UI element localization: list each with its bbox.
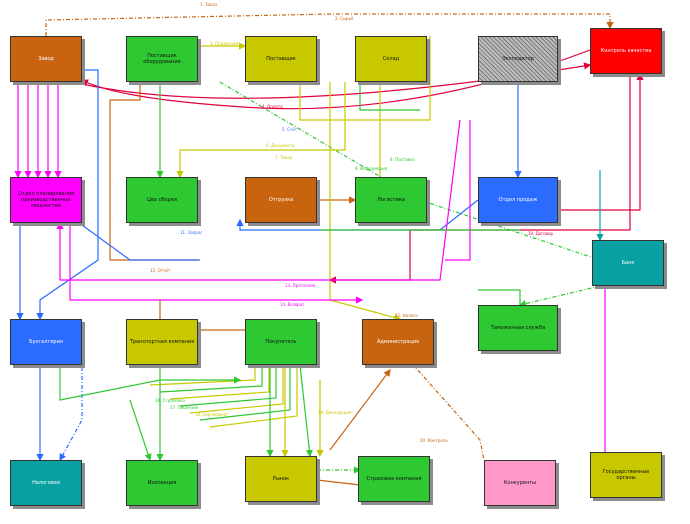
node-customs[interactable]: Таможенная служба: [478, 305, 558, 351]
edge-label: 4. Оплата: [262, 104, 283, 109]
edge-label: 6. Документы: [266, 143, 296, 148]
node-inspection[interactable]: Инспекция: [126, 460, 198, 506]
node-forwarder[interactable]: Экспедитор: [478, 36, 558, 82]
node-label: Покупатель: [265, 339, 297, 345]
edge-label: 11. Запрос: [180, 230, 203, 235]
connector: [518, 285, 601, 308]
node-government[interactable]: Государственные органы: [590, 452, 662, 498]
node-label: Бухгалтерия: [29, 339, 63, 345]
connector: [179, 365, 277, 407]
node-label: Государственные органы: [602, 469, 650, 481]
edge-label: 13. Претензия: [285, 283, 316, 288]
node-equipment[interactable]: Поставщик оборудования: [126, 36, 198, 82]
connector: [169, 365, 270, 400]
node-sales[interactable]: Отдел продаж: [478, 177, 558, 223]
connector: [129, 399, 152, 462]
node-label: Страховая компания: [366, 476, 422, 482]
edge-label: 9. Информация: [355, 166, 388, 171]
node-supplier[interactable]: Поставщик: [245, 36, 317, 82]
node-label: Поставщик: [266, 56, 296, 62]
edge-label: 3. Продукция: [210, 41, 239, 46]
node-label: Отдел планирования производственных мощн…: [18, 191, 74, 209]
connector: [69, 223, 364, 304]
connector: [59, 340, 83, 462]
node-insurance[interactable]: Страховая компания: [358, 456, 430, 502]
node-label: Отдел продаж: [498, 197, 538, 203]
connector: [359, 82, 420, 111]
connector: [399, 349, 485, 461]
edge-label: 17. Лицензия: [170, 405, 199, 410]
connector: [445, 120, 471, 261]
connector: [209, 365, 298, 428]
connector: [478, 289, 521, 305]
node-planning[interactable]: Отдел планирования производственных мощн…: [10, 177, 82, 223]
node-label: Поставщик оборудования: [143, 53, 181, 65]
node-label: Экспедитор: [502, 56, 534, 62]
node-shipping[interactable]: Отгрузка: [245, 177, 317, 223]
node-administration[interactable]: Администрация: [362, 319, 434, 365]
node-tax[interactable]: Налоговая: [10, 460, 82, 506]
connector: [329, 369, 391, 451]
node-label: Цех сборки: [147, 197, 177, 203]
edge-label: 15. Налоги: [395, 313, 418, 318]
node-label: Склад: [382, 56, 400, 62]
edge-label: 10. Договор: [528, 231, 554, 236]
connector: [316, 479, 361, 486]
connector: [56, 119, 461, 281]
edge-label: 19. Декларация: [318, 410, 352, 415]
node-label: Отгрузка: [268, 197, 294, 203]
node-accounting[interactable]: Бухгалтерия: [10, 319, 82, 365]
node-label: Завод: [38, 56, 54, 62]
connector: [59, 365, 242, 401]
node-market[interactable]: Рынок: [245, 456, 317, 502]
connector: [159, 365, 263, 393]
edge-label: 18. Сертификат: [195, 412, 229, 417]
node-label: Администрация: [377, 339, 419, 345]
connector: [299, 36, 431, 121]
node-quality[interactable]: Контроль качества: [590, 28, 662, 74]
node-label: Банк: [621, 260, 635, 266]
node-customer[interactable]: Покупатель: [245, 319, 317, 365]
edge-label: 16. Страховка: [155, 398, 185, 403]
node-label: Рынок: [272, 476, 290, 482]
edge-label: 2. Сырьё: [335, 16, 354, 21]
connector: [149, 365, 256, 386]
node-label: Конкуренты: [503, 480, 537, 486]
connector: [189, 365, 284, 414]
edge-label: 7. Товар: [275, 155, 293, 160]
connector: [36, 69, 99, 321]
connector-layer: [14, 13, 644, 486]
node-bank[interactable]: Банк: [592, 240, 664, 286]
edge-label: 1. Заказ: [200, 2, 218, 7]
connector: [45, 13, 614, 36]
edge-label: 5. Счёт: [282, 127, 298, 132]
edge-label: 12. Отчёт: [150, 268, 171, 273]
connector: [81, 224, 200, 261]
node-logistics[interactable]: Логистика: [355, 177, 427, 223]
node-label: Логистика: [377, 197, 405, 203]
node-label: Контроль качества: [600, 48, 652, 54]
connector: [199, 365, 291, 421]
node-transport[interactable]: Транспортная компания: [126, 319, 198, 365]
node-zavod[interactable]: Завод: [10, 36, 82, 82]
connector: [558, 72, 644, 211]
node-label: Инспекция: [147, 480, 177, 486]
node-assembly[interactable]: Цех сборки: [126, 177, 198, 223]
node-competitors[interactable]: Конкуренты: [484, 460, 556, 506]
node-label: Таможенная служба: [490, 325, 546, 331]
edge-label: 20. Контроль: [420, 438, 448, 443]
connector: [299, 364, 313, 458]
connector: [176, 82, 346, 179]
edge-label: 8. Поставка: [390, 157, 415, 162]
node-warehouse[interactable]: Склад: [355, 36, 427, 82]
node-label: Налоговая: [32, 480, 60, 486]
edge-label: 14. Возврат: [280, 302, 305, 307]
node-label: Транспортная компания: [129, 339, 195, 345]
